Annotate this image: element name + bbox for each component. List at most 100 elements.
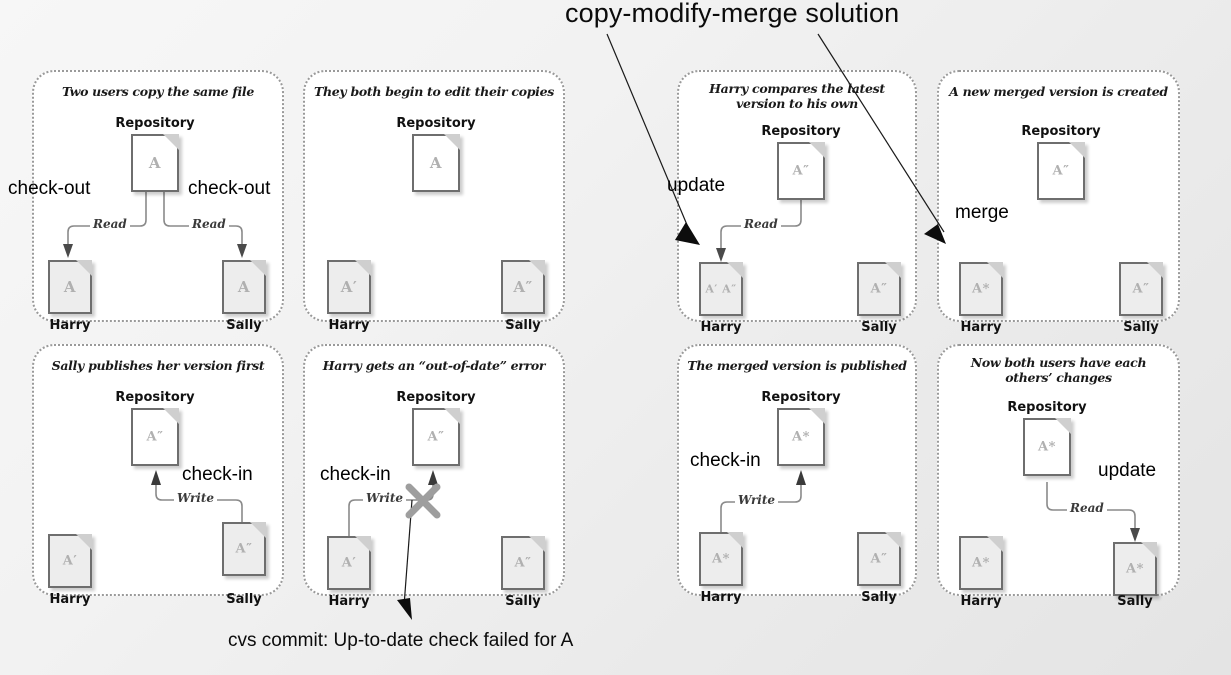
document-sheet: A″ — [501, 260, 545, 314]
version-text: A* — [972, 281, 990, 297]
page-fold-icon — [355, 536, 371, 552]
document-sheet: A* — [959, 536, 1003, 590]
version-text: A* — [792, 429, 810, 445]
flow-label-write: Write — [363, 491, 406, 505]
harry-label: Harry — [700, 320, 742, 335]
document-sheet: A′ — [327, 260, 371, 314]
flow-label-read-left: Read — [90, 217, 130, 231]
document-sheet: A″ — [857, 532, 901, 586]
harry-label: Harry — [960, 594, 1002, 609]
version-text: A* — [972, 555, 990, 571]
repository-document: Repository A* — [761, 390, 841, 466]
page-fold-icon — [529, 536, 545, 552]
page-fold-icon — [987, 536, 1003, 552]
panel-caption: The merged version is published — [687, 358, 907, 373]
version-text: A* — [1126, 561, 1144, 577]
sally-document: A″ Sally — [1119, 262, 1163, 335]
panel-caption: Harry compares the latest version to his… — [709, 81, 885, 111]
panel-caption: Harry gets an “out-of-date” error — [322, 358, 546, 373]
repository-document: Repository A″ — [396, 390, 476, 466]
version-text: A — [237, 278, 251, 296]
sally-document: A″ Sally — [501, 260, 545, 333]
version-text: A* — [712, 551, 730, 567]
panel-caption: They both begin to edit their copies — [313, 84, 555, 99]
flow-label-read-right: Read — [189, 217, 229, 231]
sally-document: A Sally — [222, 260, 266, 333]
callout-check-in-panel3: check-in — [182, 464, 253, 485]
sally-label: Sally — [505, 594, 541, 609]
page-fold-icon — [250, 522, 266, 538]
page-fold-icon — [987, 262, 1003, 278]
page-fold-icon — [76, 260, 92, 276]
version-text: A″ — [427, 429, 445, 445]
callout-check-in-panel4: check-in — [320, 464, 391, 485]
panel-caption: A new merged version is created — [949, 84, 1168, 99]
blocked-x-icon — [405, 483, 441, 519]
version-text: A″ — [513, 278, 533, 296]
version-text: A — [148, 154, 162, 172]
sally-document: A″ Sally — [222, 522, 266, 607]
repository-document: Repository A″ — [1021, 124, 1101, 200]
document-sheet: A″ — [1119, 262, 1163, 316]
repository-label: Repository — [396, 390, 476, 405]
sally-document: A″ Sally — [857, 532, 901, 605]
document-sheet: A — [131, 134, 179, 192]
document-sheet: A″ — [222, 522, 266, 576]
sally-label: Sally — [226, 592, 262, 607]
page-title: copy-modify-merge solution — [565, 0, 900, 28]
document-sheet: A* — [699, 532, 743, 586]
page-fold-icon — [1069, 142, 1085, 158]
panel-caption: Two users copy the same file — [62, 84, 254, 99]
document-sheet: A* — [959, 262, 1003, 316]
harry-document: A′ A″ Harry — [699, 262, 743, 335]
harry-document: A Harry — [48, 260, 92, 333]
harry-document: A′ Harry — [327, 536, 371, 609]
harry-document: A* Harry — [959, 262, 1003, 335]
harry-label: Harry — [49, 318, 91, 333]
version-text: A — [429, 154, 443, 172]
version-text: A″ — [146, 429, 164, 445]
page-fold-icon — [444, 408, 460, 424]
document-sheet: A — [222, 260, 266, 314]
version-text: A″ — [870, 281, 888, 297]
page-fold-icon — [355, 260, 371, 276]
version-text: A′ — [341, 555, 357, 571]
repository-document: Repository A — [115, 116, 195, 192]
callout-check-out-right: check-out — [188, 178, 271, 199]
page-fold-icon — [250, 260, 266, 276]
harry-label: Harry — [700, 590, 742, 605]
panel-harry-out-of-date: Harry gets an “out-of-date” error Write … — [303, 344, 565, 609]
sally-document: A* Sally — [1113, 542, 1157, 609]
panel-sally-publishes: Sally publishes her version first Write … — [32, 344, 284, 607]
callout-update-panel8: update — [1098, 460, 1157, 481]
document-sheet: A″ — [412, 408, 460, 466]
version-text: A″ — [870, 551, 888, 567]
document-sheet: A′ — [327, 536, 371, 590]
document-sheet: A″ — [501, 536, 545, 590]
repository-document: Repository A — [396, 116, 476, 192]
sally-label: Sally — [861, 320, 897, 335]
document-sheet: A″ — [131, 408, 179, 466]
repository-label: Repository — [761, 390, 841, 405]
sally-document: A″ Sally — [857, 262, 901, 335]
panel-both-begin-edit: They both begin to edit their copies Rep… — [303, 70, 565, 333]
page-fold-icon — [809, 408, 825, 424]
page-fold-icon — [444, 134, 460, 150]
document-sheet: A* — [1023, 418, 1071, 476]
page-fold-icon — [1055, 418, 1071, 434]
document-sheet: A′ A″ — [699, 262, 743, 316]
repository-document: Repository A″ — [761, 124, 841, 200]
callout-update-panel5: update — [667, 175, 726, 196]
page-fold-icon — [809, 142, 825, 158]
page-fold-icon — [885, 262, 901, 278]
panel-caption: Sally publishes her version first — [51, 358, 265, 373]
version-text: A′ — [340, 278, 358, 296]
sally-label: Sally — [505, 318, 541, 333]
harry-document: A′ Harry — [48, 534, 92, 607]
page-fold-icon — [727, 532, 743, 548]
sally-label: Sally — [1123, 320, 1159, 335]
harry-label: Harry — [328, 594, 370, 609]
page-fold-icon — [529, 260, 545, 276]
page-fold-icon — [163, 134, 179, 150]
